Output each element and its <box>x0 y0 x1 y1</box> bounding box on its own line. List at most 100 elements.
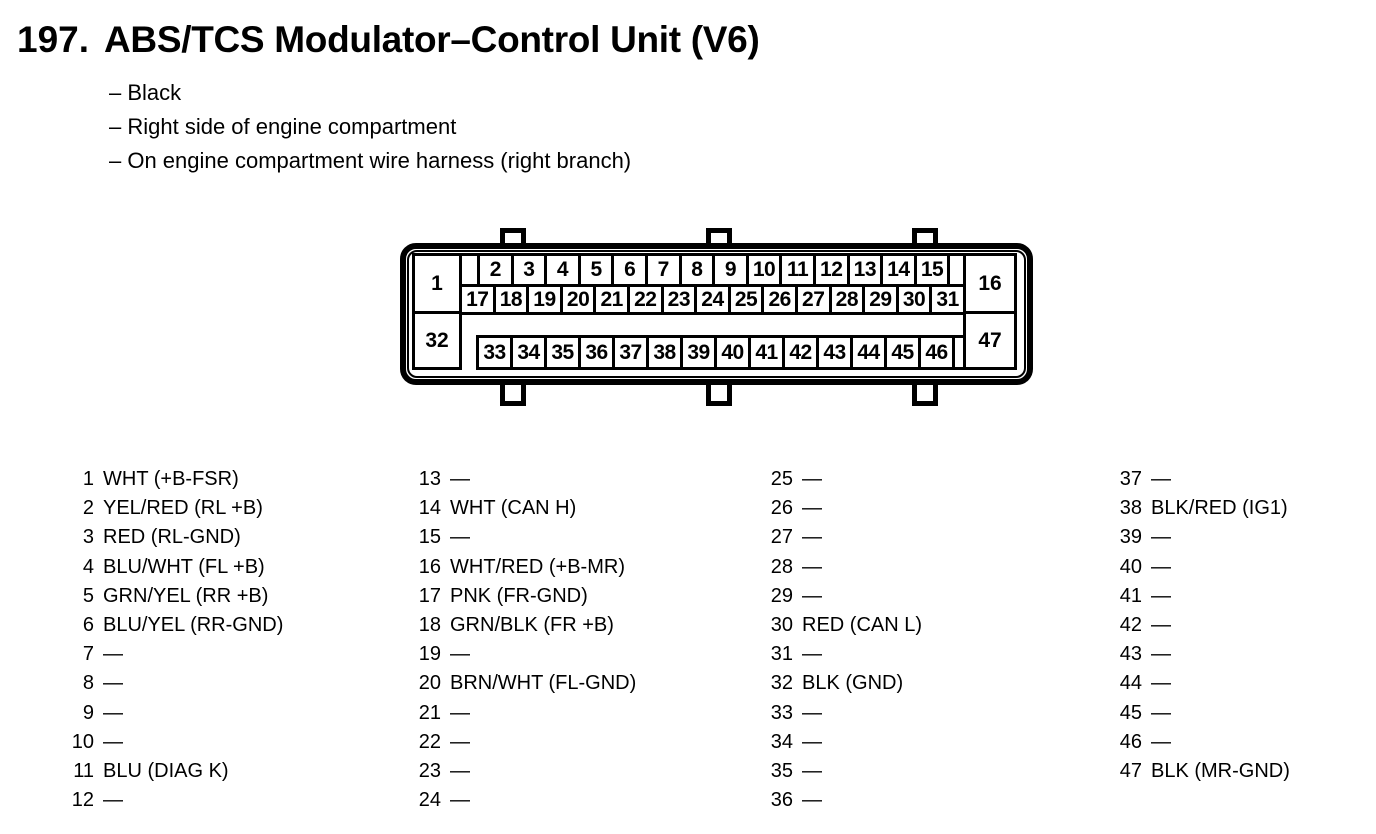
pin-wire-label: — <box>1151 526 1171 549</box>
pin-number: 18 <box>418 614 441 637</box>
pin-cell: 9 <box>712 253 749 287</box>
pin-cell: 7 <box>644 253 682 287</box>
pin-number: 41 <box>1119 584 1142 607</box>
pin-wire-label: — <box>1151 584 1171 607</box>
pin-number: 44 <box>1119 672 1142 695</box>
pin-row: 24— <box>387 786 636 815</box>
pin-number: 22 <box>418 730 441 753</box>
pin-wire-label: PNK (FR-GND) <box>450 584 588 607</box>
pin-cell: 43 <box>816 335 853 370</box>
pin-cell: 47 <box>963 311 1017 370</box>
pin-row: 22 — <box>387 728 636 757</box>
pin-number: 4 <box>82 555 94 578</box>
pin-wire-label: — <box>1151 555 1171 578</box>
pin-cell: 2 <box>477 253 514 287</box>
pin-cell: 46 <box>918 335 955 370</box>
pin-row: 13 — <box>387 465 636 494</box>
pin-number: 27 <box>770 526 793 549</box>
pin-cell: 18 <box>492 284 530 315</box>
pin-row: 46 — <box>1088 728 1290 757</box>
pin-number: 15 <box>418 526 441 549</box>
pin-number: 17 <box>418 584 441 607</box>
pin-wire-label: — <box>450 760 470 783</box>
pin-row: 42— <box>1088 611 1290 640</box>
pin-cell: 41 <box>748 335 785 370</box>
page-title: ABS/TCS Modulator–Control Unit (V6) <box>104 19 760 60</box>
pin-cell: 29 <box>862 284 899 315</box>
pin-row: 7— <box>40 640 283 669</box>
pin-number: 26 <box>770 497 793 520</box>
pin-wire-label: YEL/RED (RL +B) <box>103 497 263 520</box>
pin-number: 29 <box>770 584 793 607</box>
pin-cell: 11 <box>779 253 816 287</box>
pin-number: 2 <box>82 497 94 520</box>
pin-cell: 42 <box>782 335 819 370</box>
pin-wire-label: — <box>103 672 123 695</box>
pin-number: 8 <box>82 672 94 695</box>
pin-wire-label: — <box>450 789 470 812</box>
pin-row: 17 PNK (FR-GND) <box>387 582 636 611</box>
pin-wire-label: GRN/BLK (FR +B) <box>450 614 614 637</box>
pin-cell: 20 <box>559 284 597 315</box>
pin-cell: 12 <box>812 253 850 287</box>
pin-wire-label: WHT (+B-FSR) <box>103 468 239 490</box>
pin-row: 27 — <box>739 523 922 552</box>
pin-row: 19— <box>387 640 636 669</box>
pin-number: 7 <box>82 643 94 666</box>
pin-number: 46 <box>1119 730 1142 753</box>
pin-cell: 21 <box>593 284 630 315</box>
pin-wire-label: — <box>450 468 470 490</box>
pin-wire-label: — <box>1151 730 1171 753</box>
pin-cell: 30 <box>895 284 933 315</box>
pin-number: 35 <box>770 760 793 783</box>
pin-wire-label: — <box>802 643 822 666</box>
pin-row: 37— <box>1088 465 1290 494</box>
pin-cell: 27 <box>794 284 832 315</box>
pin-wire-label: — <box>802 730 822 753</box>
pin-wire-label: — <box>450 730 470 753</box>
pin-wire-label: BLK (GND) <box>802 672 904 695</box>
pin-number: 36 <box>770 789 793 812</box>
pin-cell: 26 <box>761 284 798 315</box>
pin-cell: 3 <box>510 253 548 287</box>
pin-row: 36— <box>739 786 922 815</box>
pin-number: 11 <box>73 760 94 783</box>
note-line: – On engine compartment wire harness (ri… <box>109 148 632 173</box>
pin-cell: 23 <box>660 284 698 315</box>
pin-number: 12 <box>71 789 94 812</box>
pin-row: 12— <box>40 786 283 815</box>
pin-wire-label: BLK (MR-GND) <box>1151 760 1290 783</box>
pin-number: 10 <box>71 730 94 753</box>
pin-number: 23 <box>418 760 441 783</box>
pin-cell: 37 <box>612 335 649 370</box>
pin-cell: 4 <box>544 253 581 287</box>
pin-wire-label: — <box>103 701 123 724</box>
pin-cell: 8 <box>678 253 716 287</box>
pin-row: 35— <box>739 757 922 786</box>
connector-notes: – Black – Right side of engine compartme… <box>109 76 631 178</box>
pin-wire-label: RED (CAN L) <box>802 614 923 637</box>
pin-number: 19 <box>418 643 441 666</box>
pin-wire-label: — <box>802 497 822 520</box>
pin-row: 2 YEL/RED (RL +B) <box>40 494 283 523</box>
pin-wire-label: — <box>802 526 822 549</box>
pin-number: 1 <box>82 468 94 490</box>
pin-wire-label: WHT/RED (+B-MR) <box>450 555 625 578</box>
pin-wire-label: — <box>802 468 822 490</box>
pin-number: 13 <box>418 468 441 490</box>
pin-row: 43— <box>1088 640 1290 669</box>
pin-number: 25 <box>770 468 793 490</box>
